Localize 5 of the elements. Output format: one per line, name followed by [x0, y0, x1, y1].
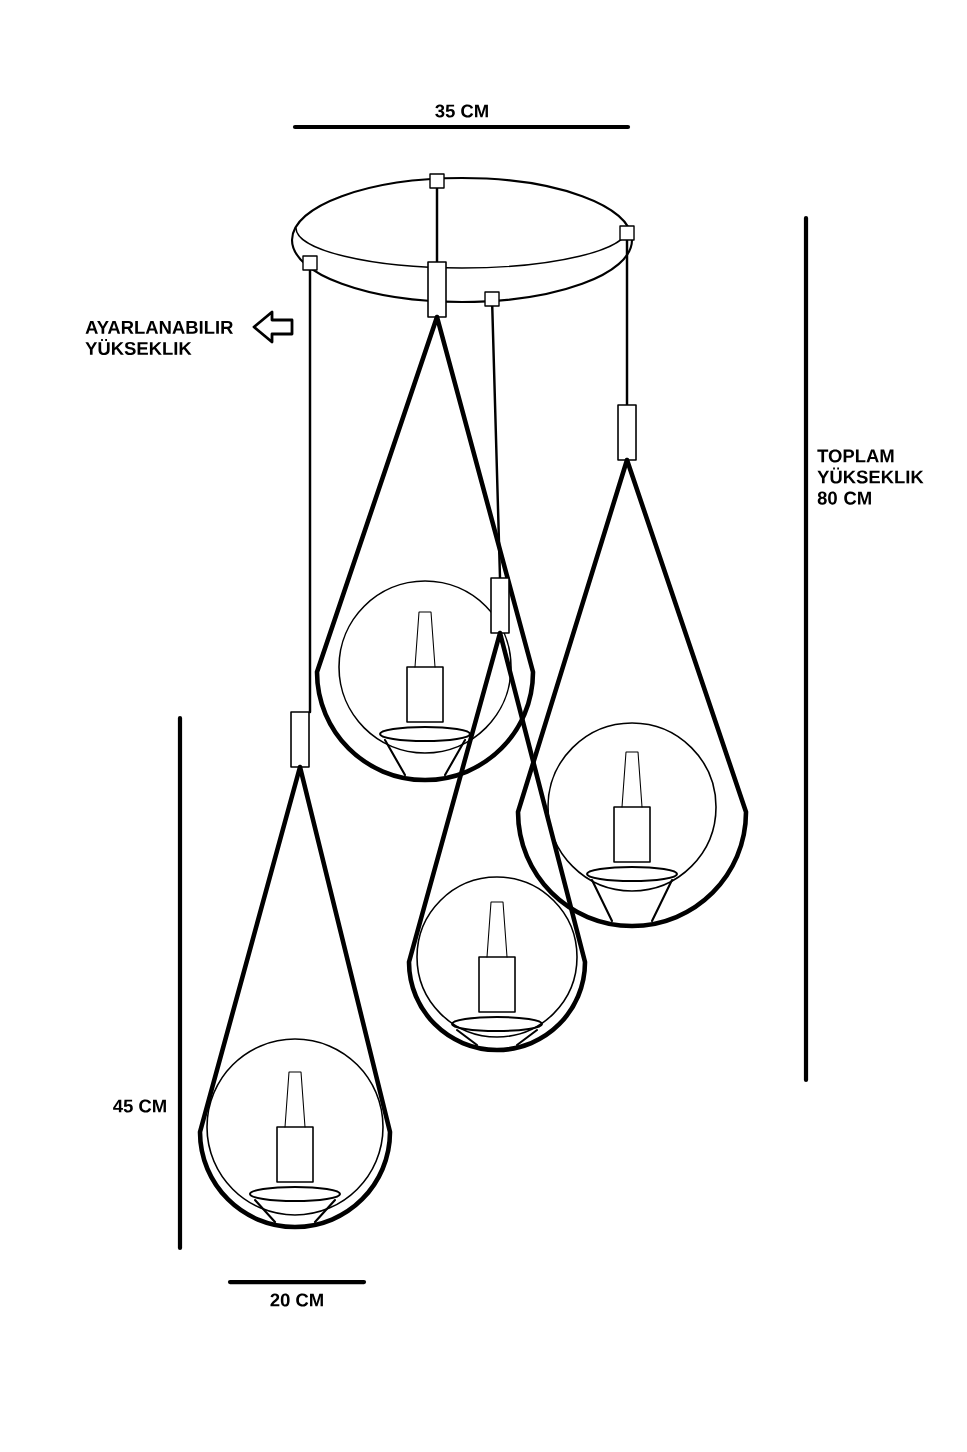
dimension-label: 20 CM — [270, 1293, 323, 1307]
dimension-label: 35 CM — [435, 104, 488, 118]
dimension-label: TOPLAM YÜKSEKLIK 80 CM — [817, 449, 924, 505]
dimension-label: 45 CM — [113, 1099, 166, 1113]
callout-text: AYARLANABILIR YÜKSEKLIK — [85, 321, 234, 355]
